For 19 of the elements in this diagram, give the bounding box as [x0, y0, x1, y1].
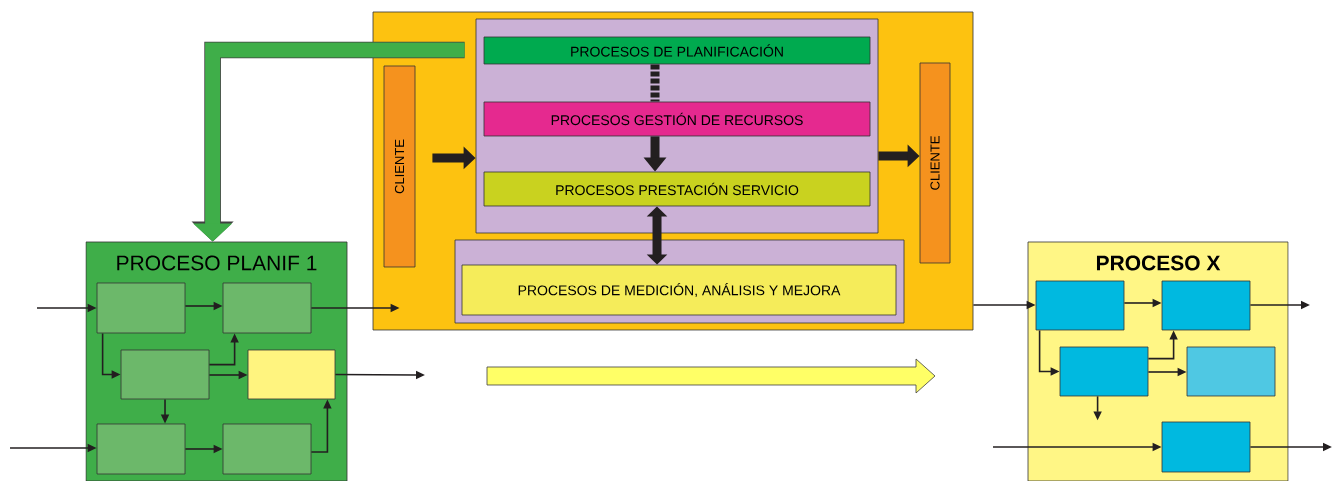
process-box: [1035, 280, 1125, 331]
connector: [650, 64, 660, 102]
process-box: [222, 423, 312, 475]
process-box: [1161, 421, 1251, 473]
process-box: PROCESOS DE PLANIFICACIÓN: [483, 36, 871, 65]
process-box: [96, 423, 186, 475]
process-box: [1161, 280, 1251, 331]
process-box: PROCESOS PRESTACIÓN SERVICIO: [483, 171, 871, 207]
process-box: [1186, 346, 1276, 397]
process-box: [1059, 346, 1149, 397]
process-box: PROCESOS DE MEDICIÓN, ANÁLISIS Y MEJORA: [461, 264, 897, 316]
client-bar: CLIENTE: [383, 65, 416, 268]
process-box: [247, 349, 336, 400]
process-box: PROCESOS GESTIÓN DE RECURSOS: [483, 101, 871, 137]
process-box: [120, 349, 210, 400]
process-box: [96, 282, 186, 334]
client-bar: CLIENTE: [919, 62, 951, 264]
block-arrow: [646, 206, 668, 265]
process-box: [222, 282, 312, 334]
